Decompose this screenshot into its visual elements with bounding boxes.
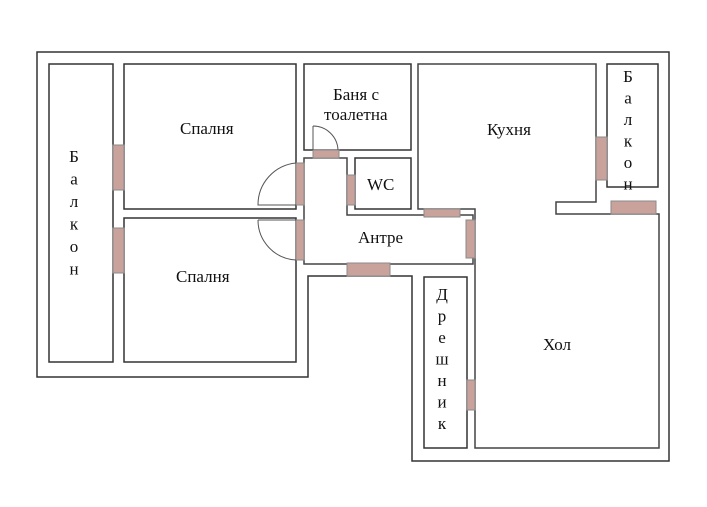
room-hallway[interactable] [303, 157, 474, 265]
room-bedroom-top[interactable] [123, 63, 297, 210]
label-living-room: Хол [543, 335, 571, 354]
label-hallway: Антре [358, 228, 403, 247]
door-closet[interactable] [466, 379, 476, 411]
window-balcony-bedroom-bottom[interactable] [112, 227, 125, 274]
room-bathroom[interactable] [303, 63, 412, 151]
door-swing-bedroom-bottom [257, 219, 297, 261]
label-bathroom-1: Баня с [333, 85, 379, 104]
window-kitchen-balcony[interactable] [595, 136, 608, 181]
label-kitchen: Кухня [487, 120, 531, 139]
label-bedroom-top: Спалня [180, 119, 234, 138]
door-hallway-living[interactable] [465, 219, 476, 259]
door-entrance[interactable] [346, 262, 391, 277]
room-balcony-left[interactable] [48, 63, 114, 363]
door-swing-bedroom-top [257, 162, 297, 206]
room-balcony-right[interactable] [606, 63, 659, 188]
door-bathroom[interactable] [312, 149, 340, 159]
door-kitchen[interactable] [423, 208, 461, 218]
room-wc[interactable] [354, 157, 412, 210]
room-bedroom-bottom[interactable] [123, 217, 297, 363]
door-bedroom-bottom[interactable] [295, 219, 305, 261]
window-balcony-living[interactable] [610, 200, 657, 215]
door-swing-bathroom [312, 125, 339, 151]
label-bathroom-2: тоалетна [324, 105, 388, 124]
door-wc[interactable] [346, 174, 356, 206]
window-balcony-bedroom-top[interactable] [112, 144, 125, 191]
label-wc: WC [367, 175, 394, 194]
room-closet[interactable] [423, 276, 468, 449]
door-bedroom-top[interactable] [295, 162, 305, 206]
label-bedroom-bottom: Спалня [176, 267, 230, 286]
